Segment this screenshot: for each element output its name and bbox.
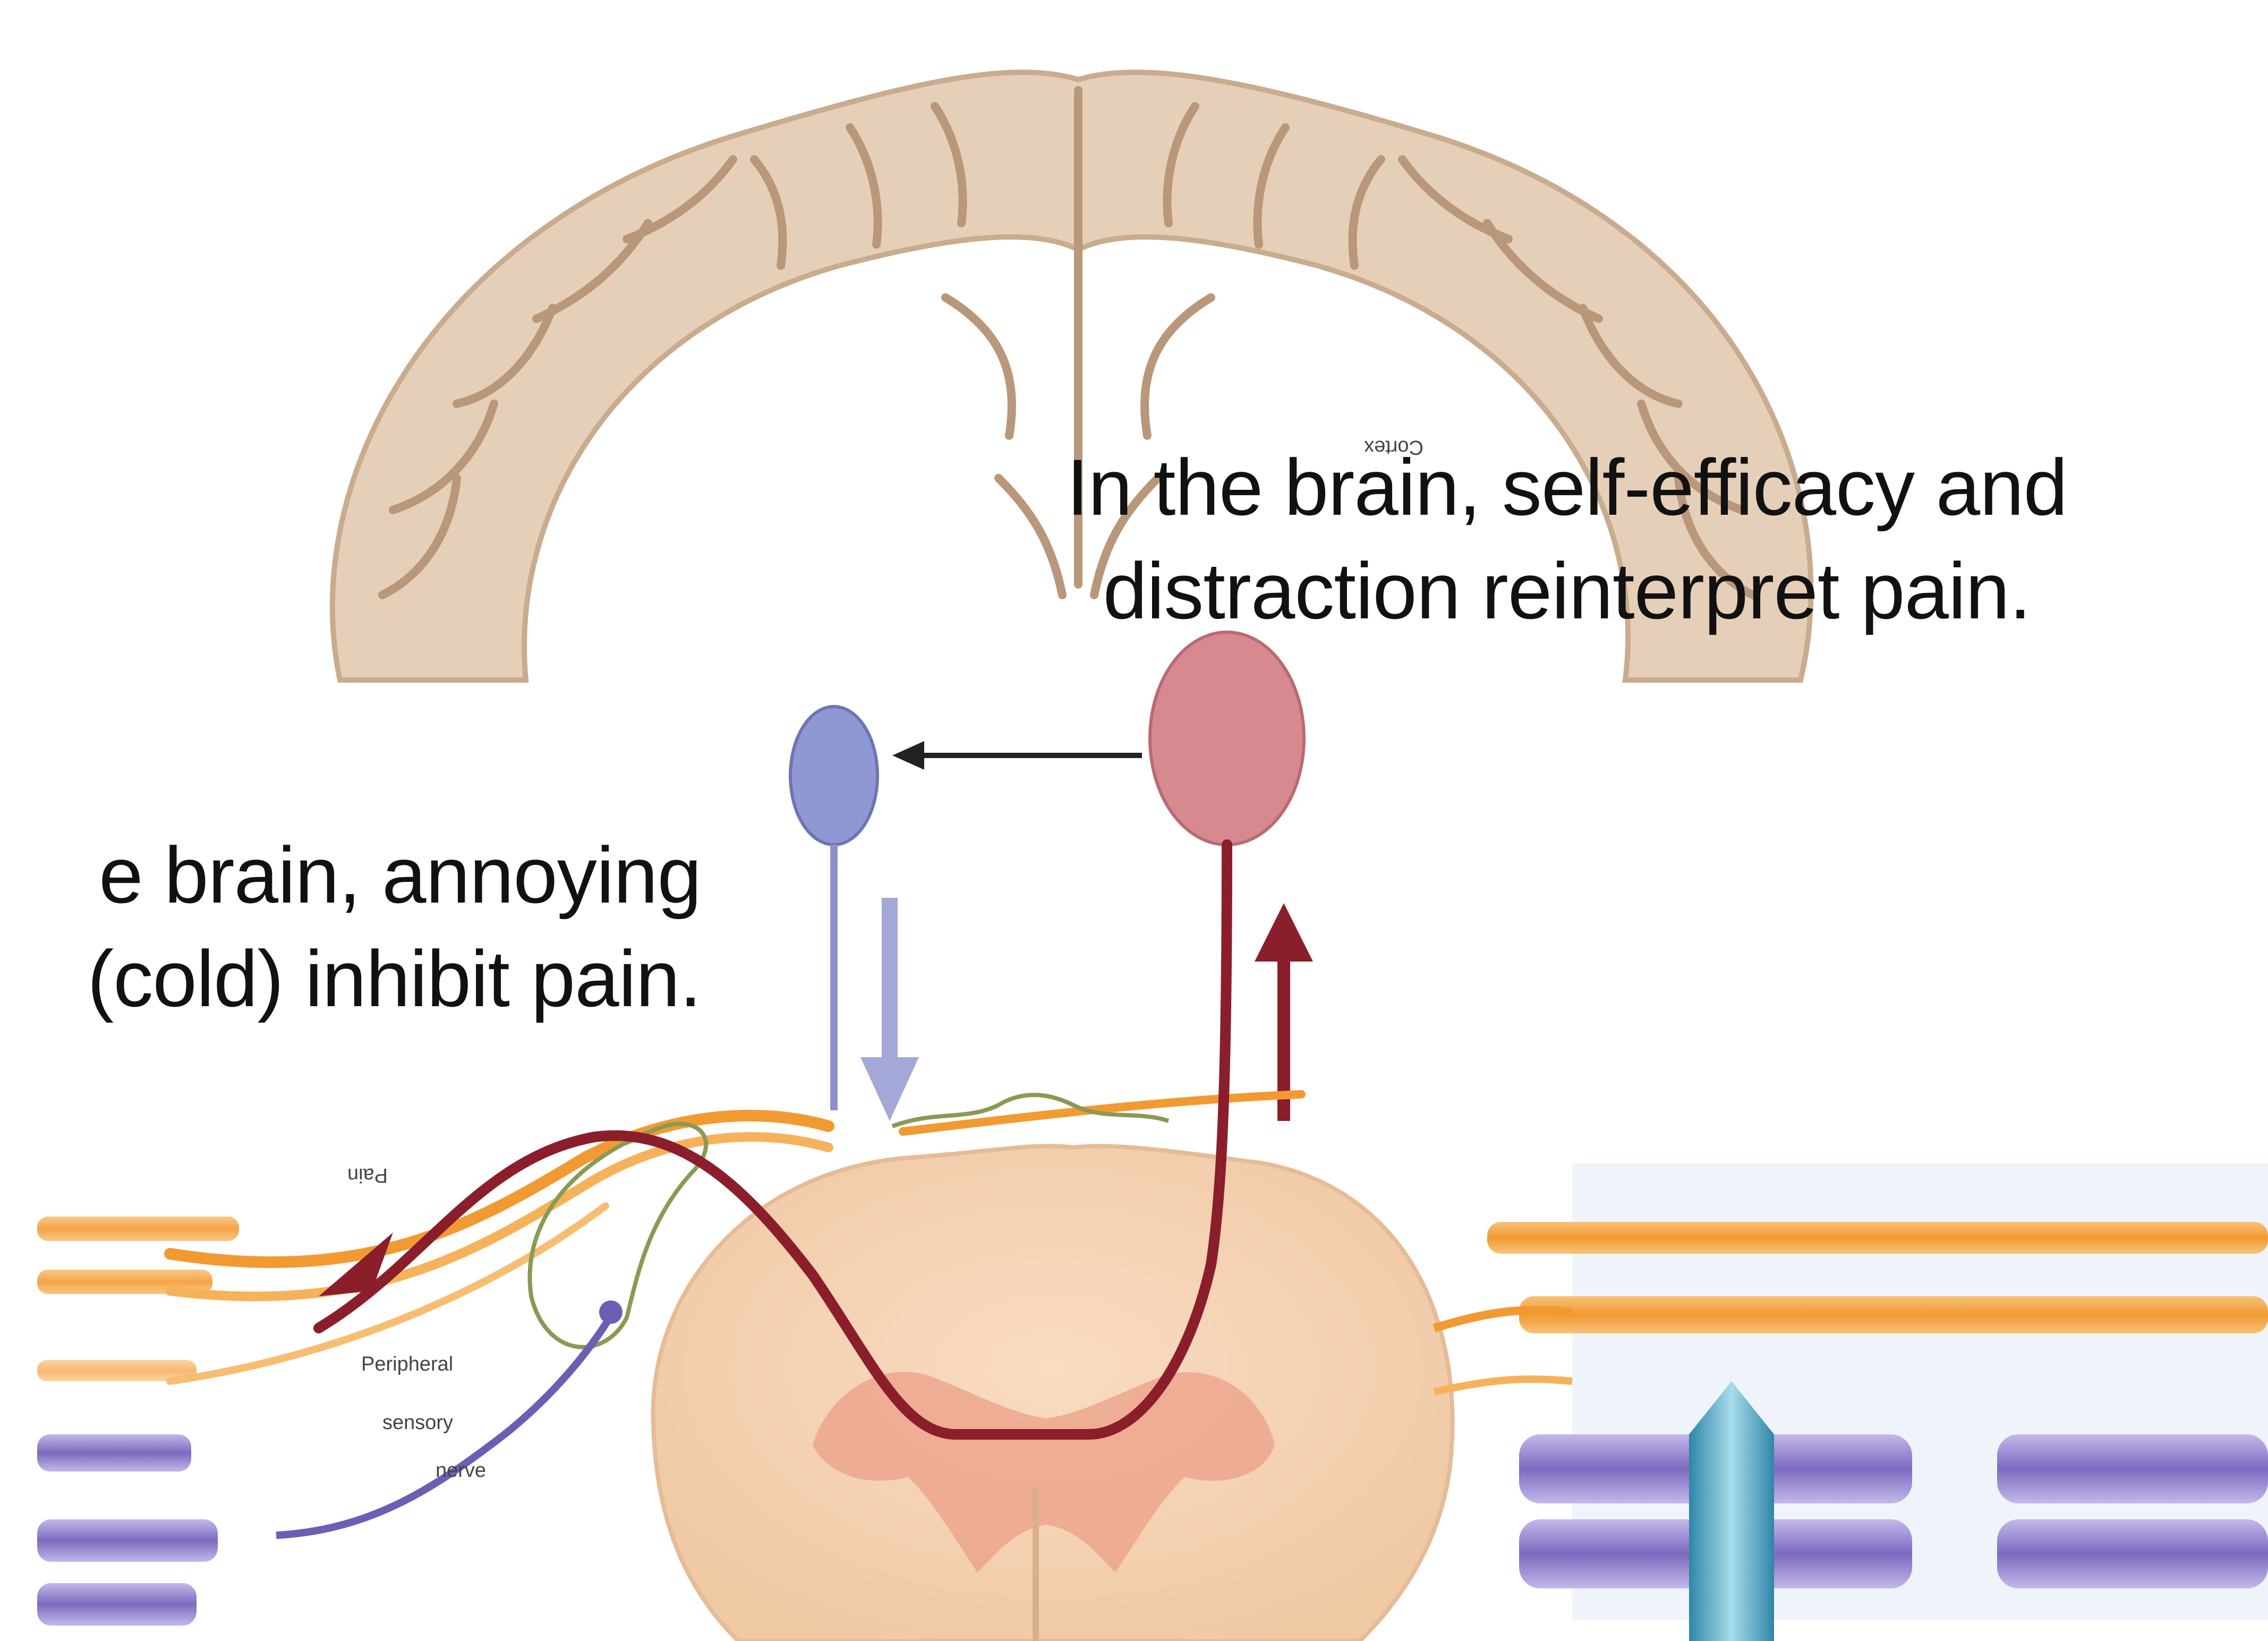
nerve-ending	[599, 1300, 623, 1324]
descending-arrow-shaft	[882, 898, 898, 1057]
descending-arrow-head	[860, 1057, 919, 1121]
caption-right-line1: In the brain, self-efficacy and	[999, 436, 2135, 539]
caption-brain-inhibition: e brain, annoying (cold) inhibit pain.	[0, 823, 701, 1031]
caption-left-line1: e brain, annoying	[0, 823, 701, 927]
caption-right-line2: distraction reinterpret pain.	[999, 539, 2135, 643]
pain-label: Pain	[347, 1164, 388, 1186]
neurons	[790, 632, 1313, 1217]
nerve-label-line3: nerve	[436, 1459, 486, 1482]
nerve-label-line1: Peripheral	[361, 1353, 453, 1375]
modulation-arrow-head	[892, 741, 924, 770]
descending-neuron-cell-body	[790, 707, 877, 845]
caption-left-line2: (cold) inhibit pain.	[0, 927, 701, 1031]
ascending-arrow-head	[1255, 903, 1313, 962]
teal-structure	[1689, 1381, 1774, 1641]
caption-brain-reinterpretation: In the brain, self-efficacy and distract…	[999, 436, 2135, 643]
nerve-label-line2: sensory	[382, 1412, 453, 1434]
ascending-neuron-cell-body	[1150, 632, 1304, 845]
